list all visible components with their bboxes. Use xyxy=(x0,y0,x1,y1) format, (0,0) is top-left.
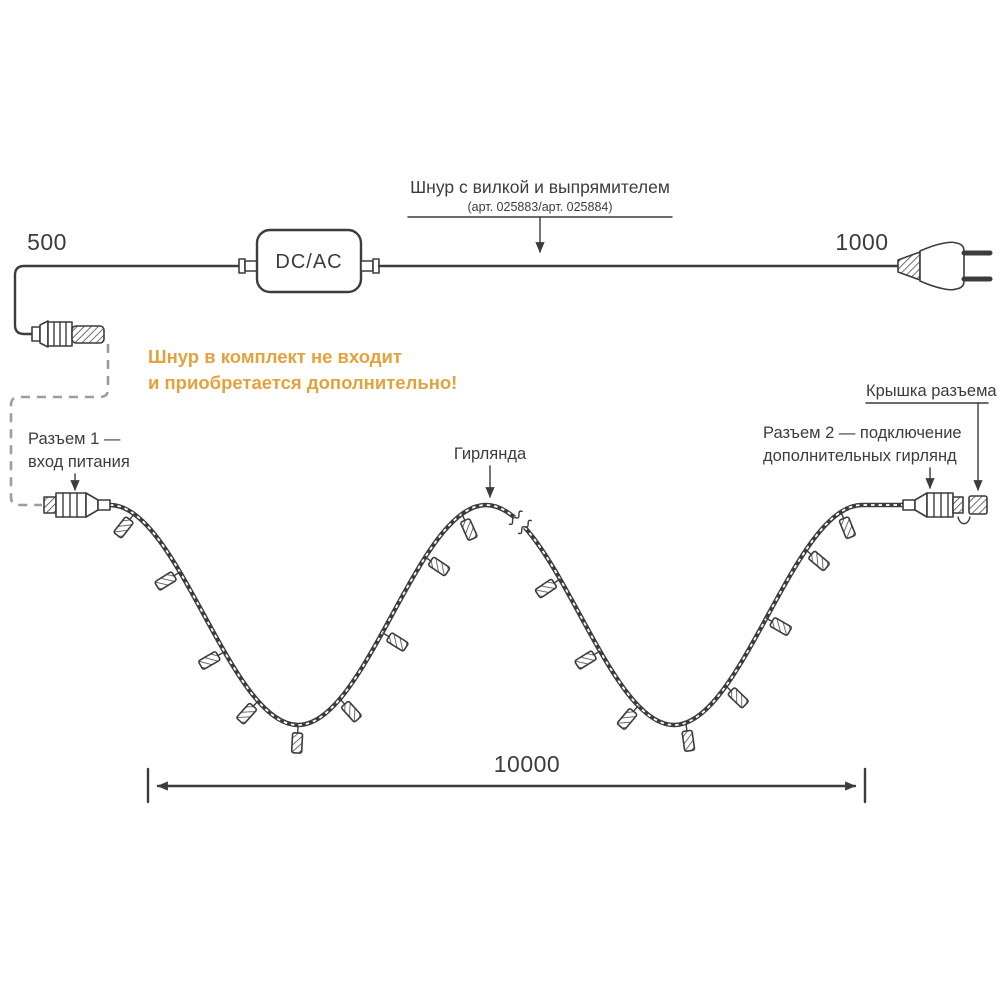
connector2-callout: Разъем 2 — подключение дополнительных ги… xyxy=(763,424,962,490)
connector1-label-line1: Разъем 1 — xyxy=(28,430,121,448)
led-light xyxy=(765,617,792,636)
connector2-hatched-tip xyxy=(952,496,964,514)
led-lights xyxy=(113,511,856,754)
cord-callout: Шнур с вилкой и выпрямителем (арт. 02588… xyxy=(407,177,673,254)
bottom-dimension: 10000 xyxy=(146,751,867,804)
led-light xyxy=(154,571,181,591)
led-light xyxy=(339,698,362,723)
cord-output-connector xyxy=(31,320,105,348)
connector1-hatched-tip xyxy=(43,496,57,514)
led-light xyxy=(290,725,304,754)
connector1-taper xyxy=(85,492,99,518)
connector2-label-line2: дополнительных гирлянд xyxy=(763,447,957,465)
dcac-converter: DC/AC xyxy=(255,228,363,294)
break-gap xyxy=(509,511,531,533)
break-squiggle-right xyxy=(517,519,533,535)
note-line-2: и приобретается дополнительно! xyxy=(148,372,457,393)
dim-10000-label: 10000 xyxy=(494,751,560,777)
connector2-taper xyxy=(914,492,928,518)
cord-left-wire xyxy=(13,264,241,336)
led-light xyxy=(382,632,409,652)
cap-callout: Крышка разъема xyxy=(865,382,997,492)
led-light xyxy=(805,549,830,572)
led-light xyxy=(460,513,478,541)
break-squiggle-left xyxy=(508,510,523,526)
led-light xyxy=(236,700,259,725)
garland-twist-texture xyxy=(109,504,905,726)
note-line-1: Шнур в комплект не входит xyxy=(148,346,402,367)
cord-callout-title: Шнур с вилкой и выпрямителем xyxy=(410,177,670,197)
jack-right-body xyxy=(360,260,374,272)
connector-neck xyxy=(31,326,41,342)
connector2-neck xyxy=(902,499,916,511)
led-light xyxy=(534,578,561,599)
connector2-ridged-body xyxy=(926,492,954,518)
cap-strap xyxy=(957,516,971,525)
jack-left-body xyxy=(244,260,258,272)
garland-strand xyxy=(107,502,908,728)
dashed-connection-route xyxy=(9,344,110,507)
connector-cap xyxy=(968,495,988,515)
power-cord-assembly: 500 1000 DC/AC xyxy=(13,228,993,348)
connector2-label-line1: Разъем 2 — подключение xyxy=(763,424,962,442)
cord-callout-articles: (арт. 025883/арт. 025884) xyxy=(467,200,612,214)
garland-callout: Гирлянда xyxy=(454,445,527,499)
dcac-label: DC/AC xyxy=(275,251,342,273)
connector1-neck xyxy=(97,499,111,511)
led-light xyxy=(198,651,225,670)
connector1-label-line2: вход питания xyxy=(28,453,130,471)
led-light xyxy=(725,685,749,709)
break-symbol xyxy=(508,510,533,535)
led-light xyxy=(838,511,856,540)
led-light xyxy=(424,556,451,577)
note-text: Шнур в комплект не входит и приобретаетс… xyxy=(148,346,457,393)
jack-left-tip xyxy=(238,258,246,274)
garland-wire xyxy=(43,492,988,754)
led-light xyxy=(616,705,639,730)
connector-1 xyxy=(43,492,111,518)
led-light xyxy=(113,513,135,539)
cap-label: Крышка разъема xyxy=(866,382,997,400)
connector-2 xyxy=(902,492,988,525)
dim-1000-label: 1000 xyxy=(835,229,888,255)
connector1-callout: Разъем 1 — вход питания xyxy=(28,430,130,492)
connector-taper xyxy=(39,320,49,348)
eu-plug xyxy=(897,241,993,291)
led-light xyxy=(574,650,601,670)
led-light xyxy=(681,723,696,752)
plug-body xyxy=(919,241,965,291)
plug-strain-relief xyxy=(897,251,921,281)
connector1-ridged-body xyxy=(55,492,87,518)
dim-500-label: 500 xyxy=(27,229,67,255)
connector-hatched-tip xyxy=(71,325,105,344)
garland-label: Гирлянда xyxy=(454,445,527,463)
